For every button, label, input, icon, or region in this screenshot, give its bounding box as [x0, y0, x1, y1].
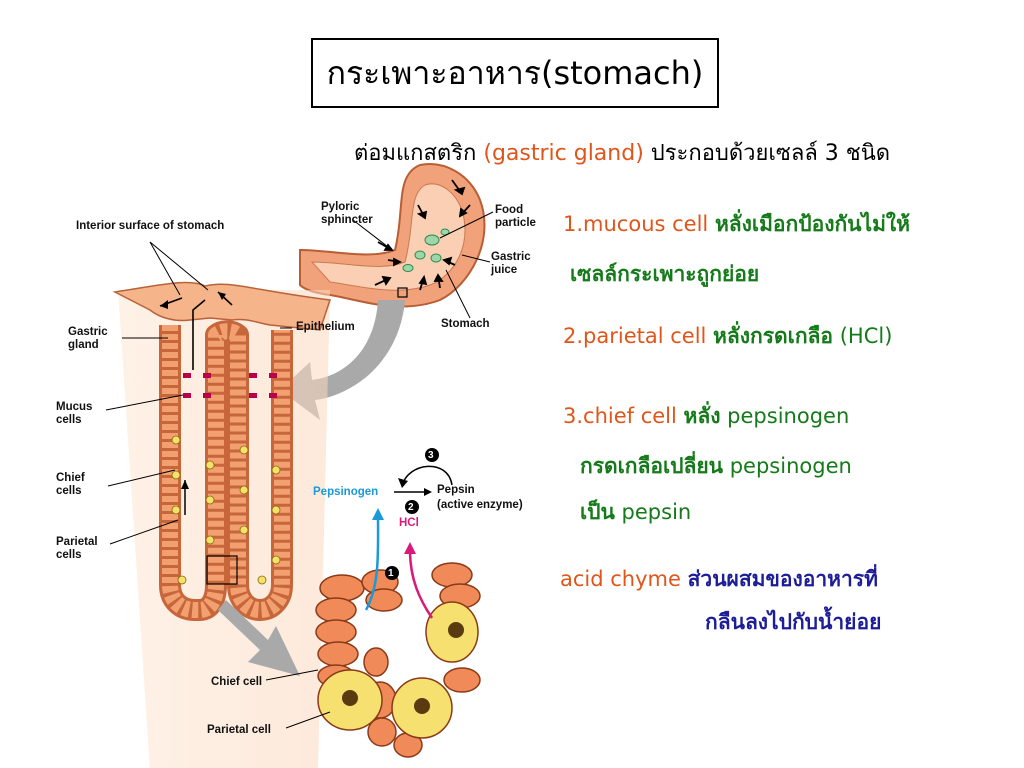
label-food-particle: Food particle [495, 204, 536, 229]
title-english: (stomach) [540, 54, 704, 92]
cell-3-extra: pepsinogen [720, 404, 850, 428]
label-pyloric-sphincter: Pyloric sphincter [321, 201, 373, 226]
cell-3-line3: เป็น pepsin [580, 496, 691, 529]
label-chief-cells: Chief cells [56, 472, 85, 497]
label-chief-cell: Chief cell [211, 676, 263, 688]
step-2-number: 2 [408, 502, 414, 513]
subtitle-after: ประกอบด้วยเซลล์ 3 ชนิด [643, 141, 891, 166]
chyme-line1: acid chyme ส่วนผสมของอาหารที่ [560, 563, 878, 596]
step-1-number: 1 [388, 568, 394, 579]
cell-1-line1: 1.mucous cell หลั่งเมือกป้องกันไม่ให้ [563, 208, 910, 241]
label-pepsin: Pepsin [437, 484, 475, 496]
chyme-desc: ส่วนผสมของอาหารที่ [687, 567, 878, 591]
step-3-number: 3 [428, 450, 434, 461]
label-pepsinogen: Pepsinogen [313, 486, 379, 498]
label-gastric-juice: Gastric juice [491, 251, 531, 276]
title-thai: กระเพาะอาหาร [326, 53, 541, 92]
label-interior-surface: Interior surface of stomach [76, 220, 225, 232]
cell-2-line1: 2.parietal cell หลั่งกรดเกลือ (HCl) [563, 320, 892, 353]
subtitle: ต่อมแกสตริก (gastric gland) ประกอบด้วยเซ… [354, 135, 890, 170]
cell-3-desc: หลั่ง [683, 404, 721, 428]
label-gastric-gland: Gastric gland [68, 326, 108, 351]
title-box: กระเพาะอาหาร(stomach) [311, 38, 719, 108]
cell-1-desc: หลั่งเมือกป้องกันไม่ให้ [714, 212, 911, 236]
cell-3-name: 3.chief cell [563, 404, 684, 428]
cell-2-extra: (HCl) [833, 324, 893, 348]
zoom-arrow-2 [218, 600, 300, 676]
detail-box-stomach [397, 287, 408, 298]
cell-3-line3-thai: เป็น [580, 500, 615, 524]
cell-3-line3-en: pepsin [614, 500, 692, 524]
label-hcl: HCl [399, 517, 419, 529]
cell-1-name: 1.mucous cell [563, 212, 715, 236]
stomach-illustration [299, 163, 494, 319]
label-active-enzyme: (active enzyme) [437, 499, 523, 511]
subtitle-english: (gastric gland) [483, 141, 644, 166]
label-parietal-cells: Parietal cells [56, 536, 98, 561]
cell-2-name: 2.parietal cell [563, 324, 714, 348]
label-mucus-cells: Mucus cells [56, 401, 93, 426]
cell-2-desc: หลั่งกรดเกลือ [713, 324, 834, 348]
cell-3-line2-thai: กรดเกลือเปลี่ยน [580, 454, 724, 478]
cell-cluster [315, 508, 481, 758]
chyme-line2: กลืนลงไปกับน้ำย่อย [705, 610, 882, 634]
label-stomach: Stomach [441, 318, 490, 330]
cell-1-line2: เซลล์กระเพาะถูกย่อย [570, 262, 760, 286]
subtitle-before: ต่อมแกสตริก [354, 141, 484, 166]
cell-3-line2-en: pepsinogen [723, 454, 852, 478]
label-parietal-cell: Parietal cell [207, 724, 271, 736]
cell-3-line2: กรดเกลือเปลี่ยน pepsinogen [580, 450, 852, 483]
label-epithelium: Epithelium [296, 321, 355, 333]
detail-box-gland [206, 555, 238, 585]
cell-3-line1: 3.chief cell หลั่ง pepsinogen [563, 400, 849, 433]
chyme-term: acid chyme [560, 567, 688, 591]
